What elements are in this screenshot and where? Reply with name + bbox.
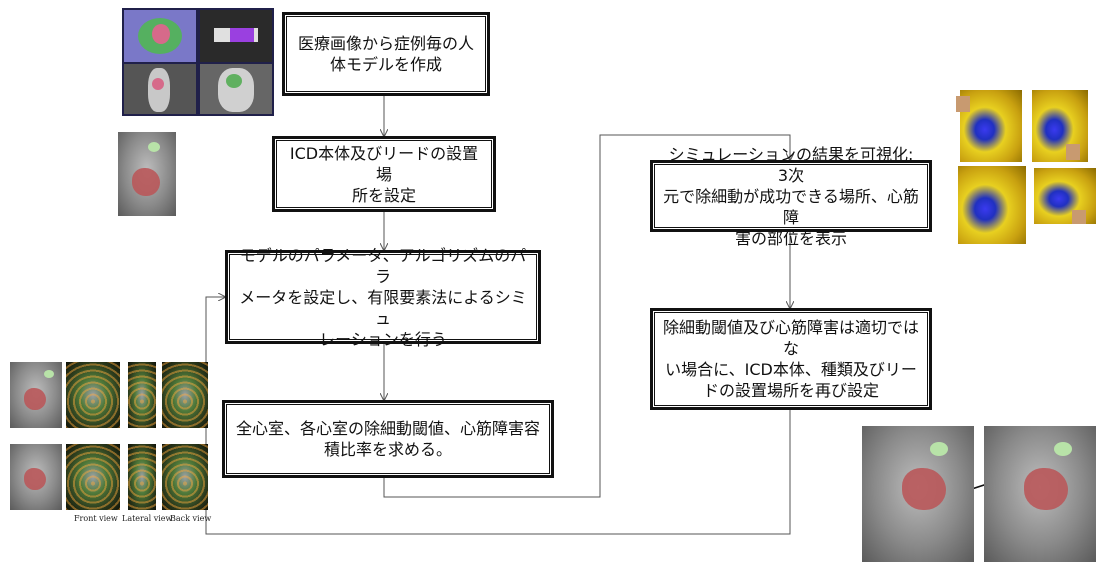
step-text-line: ICD本体及びリードの設置場: [289, 143, 479, 184]
visualization-3d-image: [960, 90, 1022, 162]
field-back-view-image: [162, 362, 208, 428]
step-text-line: い場合に、ICD本体、種類及びリー: [665, 360, 917, 379]
icd-device: [148, 142, 160, 152]
icd-device: [44, 370, 54, 378]
torso-after-image: [984, 426, 1096, 562]
step-text-line: 体モデルを作成: [329, 55, 442, 74]
field-back-view-image: [162, 444, 208, 510]
step-set-icd: ICD本体及びリードの設置場所を設定: [272, 136, 496, 212]
torso-mini-icon: [956, 96, 970, 112]
step-compute-thresholds: 全心室、各心室の除細動閾値、心筋障害容積比率を求める。: [222, 400, 554, 478]
icd-device: [930, 442, 948, 456]
field-front-view-image: [66, 362, 120, 428]
heart-model: [902, 468, 946, 510]
field-lateral-view-image: [128, 444, 156, 510]
ct-slices-image: [122, 8, 274, 116]
step-text-line: シミュレーションの結果を可視化: 3次: [668, 144, 914, 185]
step-reset-icd: 除細動閾値及び心筋障害は適切ではない場合に、ICD本体、種類及びリードの設置場所…: [650, 308, 932, 410]
caption-back-view: Back view: [170, 514, 212, 523]
step-text-line: レーションを行う: [319, 329, 447, 349]
step-text-line: メータを設定し、有限要素法によるシミュ: [239, 287, 527, 328]
step-text-line: 除細動閾値及び心筋障害は適切ではな: [663, 318, 920, 358]
torso-mini-icon: [1072, 210, 1086, 224]
step-text-line: モデルのパラメータ、アルゴリズムのパラ: [239, 245, 527, 286]
visualization-3d-image: [958, 166, 1026, 244]
heart-model: [24, 388, 46, 410]
step-text-line: 所を設定: [351, 185, 416, 205]
heart-model: [24, 468, 46, 490]
step-text-line: 積比率を求める。: [323, 440, 452, 459]
torso-mini-icon: [1066, 144, 1080, 160]
step-set-params: モデルのパラメータ、アルゴリズムのパラメータを設定し、有限要素法によるシミュレー…: [225, 246, 541, 349]
torso-front-image: [10, 362, 62, 428]
icd-device: [1054, 442, 1072, 456]
step-text-line: 全心室、各心室の除細動閾値、心筋障害容: [235, 419, 540, 438]
heart-model: [1024, 468, 1068, 510]
step-text-line: ドの設置場所を再び設定: [702, 381, 879, 400]
field-front-view-image: [66, 444, 120, 510]
step-create-model: 医療画像から症例毎の人体モデルを作成: [282, 12, 490, 96]
feedback-loop-connector: [205, 297, 791, 535]
step-text-line: 元で除細動が成功できる場所、心筋障: [663, 186, 919, 227]
caption-front-view: Front view: [74, 514, 118, 523]
torso-before-image: [862, 426, 974, 562]
caption-lateral-view: Lateral view: [122, 514, 173, 523]
visualization-3d-image: [1034, 168, 1096, 224]
step-text-line: 害の部位を表示: [734, 228, 847, 248]
torso-front-image: [10, 444, 62, 510]
step-text-line: 医療画像から症例毎の人: [297, 34, 474, 53]
heart-model: [132, 168, 160, 196]
torso-model-image: [118, 132, 176, 216]
connector-step4-step5: [383, 134, 790, 498]
field-lateral-view-image: [128, 362, 156, 428]
step-visualize: シミュレーションの結果を可視化: 3次元で除細動が成功できる場所、心筋障害の部位…: [650, 145, 932, 248]
